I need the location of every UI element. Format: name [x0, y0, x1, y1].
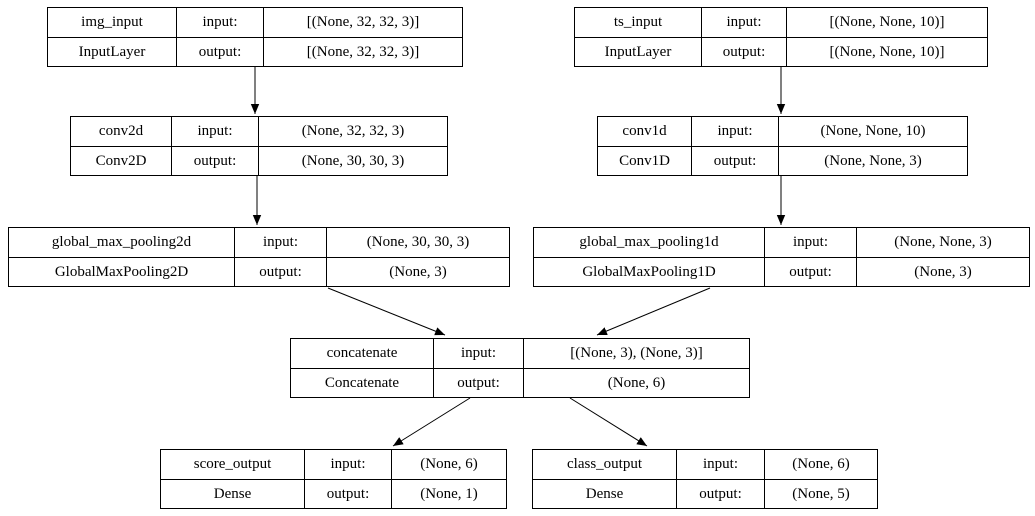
input-shape: [(None, 32, 32, 3)]: [263, 8, 462, 37]
layer-node-class_output: class_output input: (None, 6) Dense outp…: [532, 449, 878, 509]
layer-node-conv2d: conv2d input: (None, 32, 32, 3) Conv2D o…: [70, 116, 448, 176]
output-label: output:: [691, 146, 778, 175]
output-shape: (None, 1): [391, 479, 506, 508]
output-label: output:: [433, 368, 523, 397]
output-shape: (None, 3): [856, 257, 1029, 286]
layer-type: GlobalMaxPooling1D: [534, 257, 764, 286]
input-shape: (None, None, 10): [778, 117, 967, 146]
output-label: output:: [676, 479, 764, 508]
output-shape: (None, None, 3): [778, 146, 967, 175]
output-label: output:: [764, 257, 856, 286]
layer-type: Conv2D: [71, 146, 171, 175]
layer-name: class_output: [567, 456, 642, 472]
input-shape: (None, 6): [391, 450, 506, 479]
input-label: input:: [433, 339, 523, 368]
output-label: output:: [304, 479, 391, 508]
input-label: input:: [304, 450, 391, 479]
edge-global_max_pooling1d-concatenate: [596, 287, 711, 336]
layer-type: InputLayer: [575, 37, 701, 66]
output-shape: (None, 30, 30, 3): [258, 146, 447, 175]
input-shape: (None, 6): [764, 450, 877, 479]
input-shape: [(None, None, 10)]: [786, 8, 987, 37]
layer-node-concatenate: concatenate input: [(None, 3), (None, 3)…: [290, 338, 750, 398]
input-label: input:: [764, 228, 856, 257]
layer-name: global_max_pooling1d: [579, 234, 719, 250]
layer-type: GlobalMaxPooling2D: [9, 257, 234, 286]
layer-node-conv1d: conv1d input: (None, None, 10) Conv1D ou…: [597, 116, 968, 176]
output-shape: [(None, None, 10)]: [786, 37, 987, 66]
input-shape: [(None, 3), (None, 3)]: [523, 339, 749, 368]
layer-type: Dense: [161, 479, 304, 508]
layer-node-global_max_pooling1d: global_max_pooling1d input: (None, None,…: [533, 227, 1030, 287]
layer-name: score_output: [193, 456, 272, 472]
output-shape: [(None, 32, 32, 3)]: [263, 37, 462, 66]
layer-name: img_input: [81, 14, 143, 30]
input-label: input:: [691, 117, 778, 146]
layer-name: ts_input: [613, 14, 663, 30]
input-shape: (None, 32, 32, 3): [258, 117, 447, 146]
output-shape: (None, 3): [326, 257, 509, 286]
output-label: output:: [176, 37, 263, 66]
output-label: output:: [234, 257, 326, 286]
layer-name: concatenate: [326, 345, 398, 361]
layer-type: Dense: [533, 479, 676, 508]
input-shape: (None, None, 3): [856, 228, 1029, 257]
layer-type: Conv1D: [598, 146, 691, 175]
output-shape: (None, 5): [764, 479, 877, 508]
layer-node-img_input: img_input input: [(None, 32, 32, 3)] Inp…: [47, 7, 463, 67]
layer-node-ts_input: ts_input input: [(None, None, 10)] Input…: [574, 7, 988, 67]
layer-type: Concatenate: [291, 368, 433, 397]
input-label: input:: [701, 8, 786, 37]
input-label: input:: [171, 117, 258, 146]
layer-node-global_max_pooling2d: global_max_pooling2d input: (None, 30, 3…: [8, 227, 510, 287]
output-shape: (None, 6): [523, 368, 749, 397]
layer-type: InputLayer: [48, 37, 176, 66]
layer-node-score_output: score_output input: (None, 6) Dense outp…: [160, 449, 507, 509]
edge-concatenate-score_output: [392, 397, 471, 447]
input-label: input:: [676, 450, 764, 479]
layer-name: global_max_pooling2d: [51, 234, 192, 250]
layer-name: conv2d: [98, 123, 144, 139]
edge-global_max_pooling2d-concatenate: [327, 287, 446, 336]
input-label: input:: [234, 228, 326, 257]
layer-name: conv1d: [622, 123, 667, 139]
input-label: input:: [176, 8, 263, 37]
output-label: output:: [701, 37, 786, 66]
output-label: output:: [171, 146, 258, 175]
edge-concatenate-class_output: [569, 397, 648, 447]
input-shape: (None, 30, 30, 3): [326, 228, 509, 257]
